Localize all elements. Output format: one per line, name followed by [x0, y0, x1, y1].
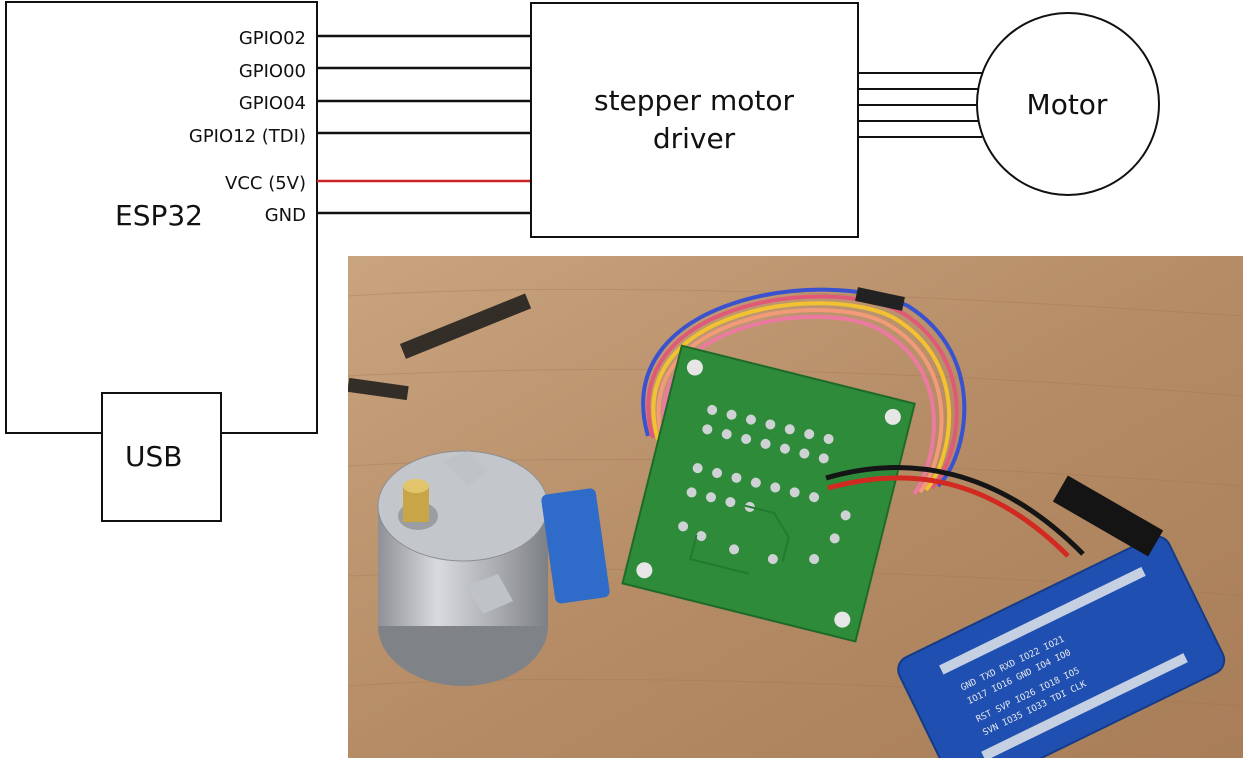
- esp32-label: ESP32: [115, 199, 203, 232]
- power-wire-red: [827, 475, 1070, 558]
- esp32-header-socket: [1052, 475, 1164, 557]
- motor-mount-tab-2: [466, 574, 513, 614]
- motor-mount-tab-1: [443, 451, 488, 486]
- cable-connector: [855, 287, 905, 311]
- esp32-board: GND TXD RXD IO22 IO21 IO17 IO16 GND IO4 …: [897, 535, 1226, 758]
- motor-connector: [541, 488, 610, 604]
- pin-label-gpio12: GPIO12 (TDI): [189, 126, 306, 147]
- pin-label-gpio00: GPIO00: [239, 61, 306, 82]
- pin-label-gpio04: GPIO04: [239, 93, 306, 114]
- pin-label-gpio02: GPIO02: [239, 28, 306, 49]
- pin-header-1: [399, 293, 532, 359]
- driver-board: [621, 344, 916, 643]
- pin-header-2: [348, 377, 409, 401]
- hardware-photo: GND TXD RXD IO22 IO21 IO17 IO16 GND IO4 …: [348, 256, 1243, 758]
- driver-label-line1: stepper motor: [594, 84, 794, 117]
- driver-box: [530, 2, 859, 238]
- motor-label: Motor: [1027, 88, 1108, 121]
- usb-label: USB: [125, 440, 182, 473]
- usb-box: [101, 392, 222, 522]
- esp32-box: [5, 1, 318, 434]
- power-wire-black: [825, 465, 1085, 556]
- driver-label-line2: driver: [653, 122, 736, 155]
- pin-label-vcc: VCC (5V): [225, 173, 306, 194]
- pin-label-gnd: GND: [265, 205, 306, 226]
- motor-shaft-tip: [403, 479, 429, 493]
- motor-circle: [976, 12, 1160, 196]
